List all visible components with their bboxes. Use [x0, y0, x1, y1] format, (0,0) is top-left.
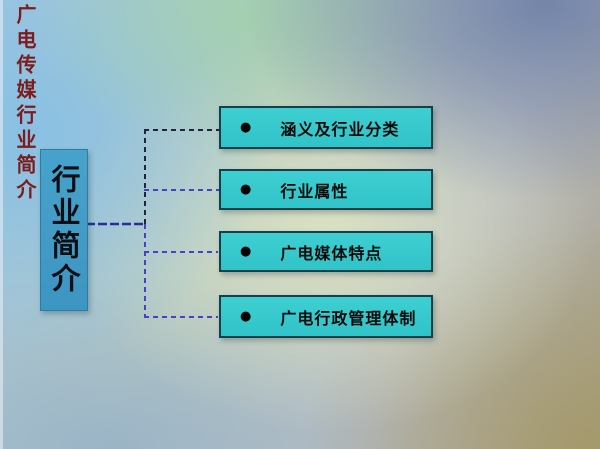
topic-box-1: ● 涵义及行业分类 — [219, 106, 433, 149]
vertical-slide-title: 广电传媒行业简介 — [13, 4, 37, 204]
bullet-icon: ● — [240, 120, 252, 135]
bullet-icon: ● — [240, 182, 252, 197]
topic-label: 广电行政管理体制 — [280, 308, 417, 328]
topic-box-2: ● 行业属性 — [219, 169, 433, 210]
bullet-icon: ● — [240, 244, 252, 259]
bullet-icon: ● — [240, 309, 252, 324]
slide-left-edge — [0, 0, 3, 449]
topic-box-4: ● 广电行政管理体制 — [219, 295, 433, 338]
root-node-label: 行业简介 — [47, 164, 81, 296]
topic-label: 广电媒体特点 — [280, 243, 383, 263]
topic-label: 涵义及行业分类 — [280, 119, 400, 139]
topic-label: 行业属性 — [280, 181, 349, 201]
root-node-box: 行业简介 — [40, 149, 88, 311]
topic-box-3: ● 广电媒体特点 — [219, 231, 433, 272]
